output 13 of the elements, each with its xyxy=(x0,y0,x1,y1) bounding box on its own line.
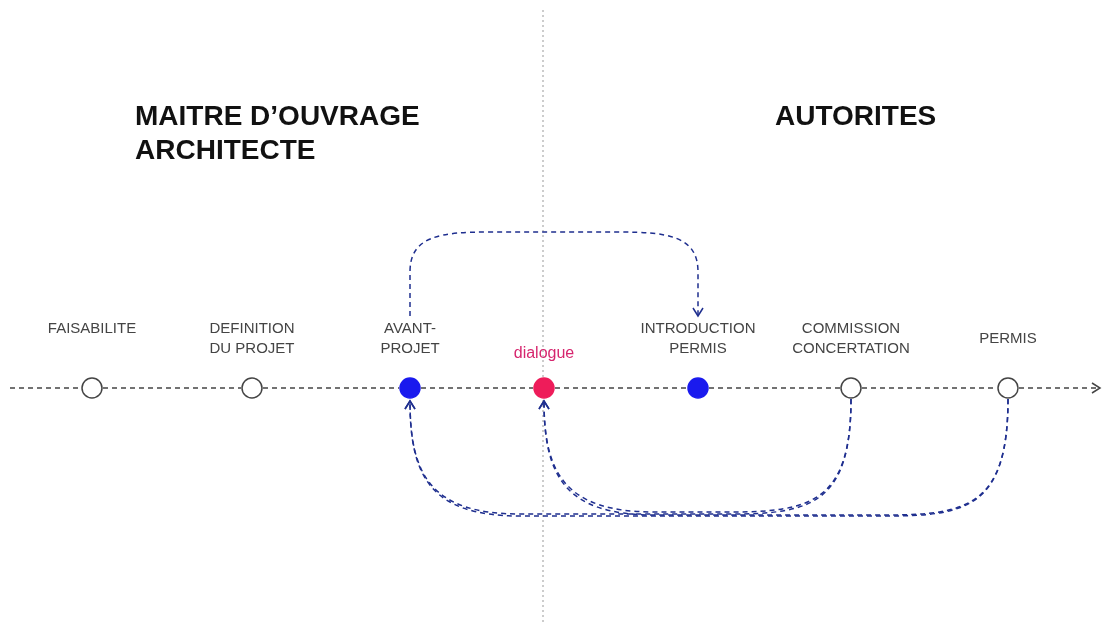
stage-label: COMMISSION CONCERTATION xyxy=(791,318,911,358)
stage-label: FAISABILITE xyxy=(47,318,137,338)
stage-label: dialogue xyxy=(513,343,575,363)
arrow xyxy=(409,231,704,317)
arrow xyxy=(1018,382,1101,394)
stage-label: INTRODUCTION PERMIS xyxy=(639,318,757,358)
stage-label: AVANT- PROJET xyxy=(379,318,441,358)
heading: AUTORITES xyxy=(775,99,938,133)
heading: MAITRE D’OUVRAGE ARCHITECTE xyxy=(135,99,421,167)
arrow xyxy=(404,398,1009,517)
stage-label: PERMIS xyxy=(979,328,1037,348)
stage-label: DEFINITION DU PROJET xyxy=(208,318,296,358)
arrow xyxy=(538,398,1009,516)
